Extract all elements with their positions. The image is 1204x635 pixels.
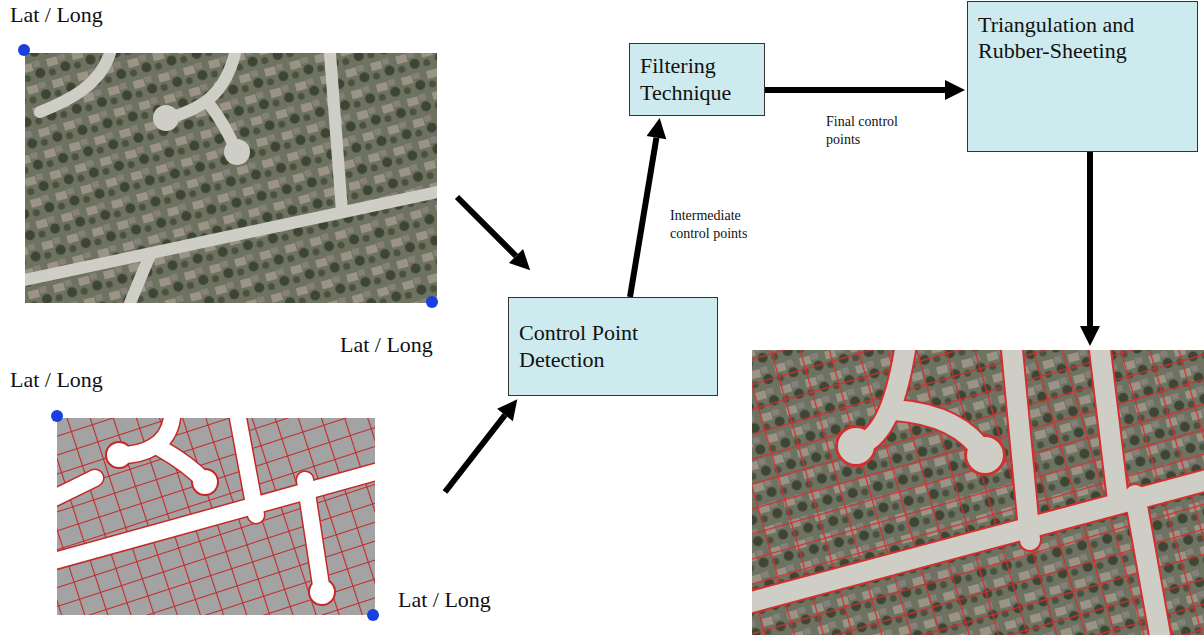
- edge-label: Final control points: [824, 112, 916, 149]
- flow-arrow: [630, 138, 656, 297]
- process-box: Triangulation and Rubber-Sheeting: [967, 1, 1198, 152]
- flow-arrow: [765, 87, 945, 93]
- box-text: Filtering Technique: [640, 53, 754, 106]
- process-box: Control Point Detection: [508, 297, 718, 396]
- box-text: Triangulation and Rubber-Sheeting: [978, 12, 1187, 65]
- overlay-image: [752, 350, 1204, 635]
- edge-label: Intermediate control points: [668, 206, 768, 243]
- coordinate-label: Lat / Long: [10, 367, 103, 393]
- coordinate-label: Lat / Long: [340, 332, 433, 358]
- aerial-image: [25, 53, 437, 303]
- process-box: Filtering Technique: [629, 43, 765, 116]
- corner-dots: [18, 44, 438, 621]
- coordinate-label: Lat / Long: [398, 587, 491, 613]
- parcel-map: [57, 418, 375, 615]
- layout-arrows: [445, 152, 1090, 492]
- box-text: Control Point Detection: [519, 320, 707, 373]
- coordinate-label: Lat / Long: [10, 2, 103, 28]
